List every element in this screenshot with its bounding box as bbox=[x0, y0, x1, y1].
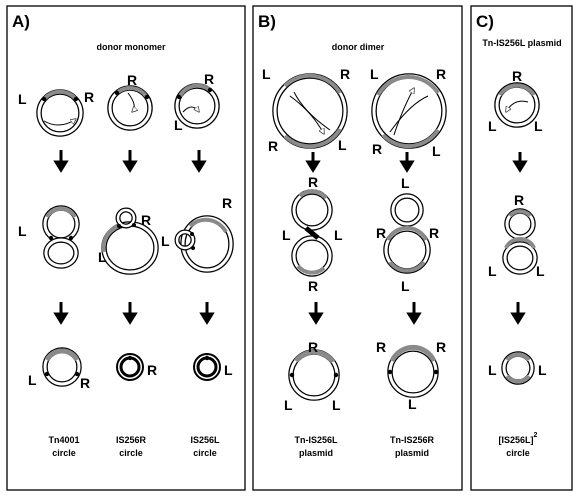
a-col2-looped-circle bbox=[101, 207, 159, 275]
b-row2-col1-label-r-bottom: R bbox=[308, 278, 318, 294]
c-row3-label-l-right: L bbox=[538, 362, 547, 378]
c-donor-circle bbox=[494, 82, 540, 128]
a2-label-r: R bbox=[127, 72, 137, 88]
a-row2-col2-label-r: R bbox=[141, 212, 151, 228]
a3-label-r: R bbox=[204, 71, 214, 87]
b2-label-r-bottom: R bbox=[372, 141, 382, 157]
b-row2-col2-label-r-left: R bbox=[376, 225, 386, 241]
c-down-arrow-1 bbox=[512, 152, 528, 173]
a-down-arrows-1 bbox=[53, 150, 207, 173]
a-col2-donor-circle bbox=[107, 85, 153, 131]
c-row1-label-l-right: L bbox=[534, 118, 543, 134]
panel-a-title: donor monomer bbox=[97, 42, 166, 52]
a1-label-r: R bbox=[84, 89, 94, 105]
a1-label-l: L bbox=[18, 91, 27, 107]
b-row2-col2-label-r-right: R bbox=[429, 225, 439, 241]
b-col1-plasmid bbox=[288, 349, 340, 401]
panel-a-frame bbox=[6, 5, 246, 491]
panel-a-letter: A) bbox=[12, 12, 30, 31]
b-row2-col2-label-l-bottom: L bbox=[401, 278, 410, 294]
b-caption-2-line2: plasmid bbox=[395, 448, 429, 458]
a-caption-2-line2: circle bbox=[119, 448, 143, 458]
panel-c: C) Tn-IS256L plasmid R L L R L L bbox=[470, 5, 573, 491]
b1-label-l-top: L bbox=[262, 66, 271, 82]
a-row2-col2-label-l: L bbox=[98, 249, 107, 265]
c-caption-sup: 2 bbox=[534, 432, 538, 439]
b-col1-figure-eight bbox=[291, 189, 333, 277]
a-row3-label-l: L bbox=[28, 372, 37, 388]
a-col1-figure-eight bbox=[42, 205, 80, 269]
b2-label-l-top: L bbox=[370, 66, 379, 82]
b-row3-col1-label-l-right: L bbox=[332, 397, 341, 413]
a-col2-is-circle bbox=[116, 353, 144, 381]
b-down-arrows-2 bbox=[308, 302, 422, 325]
a-row2-col3-label-r: R bbox=[222, 195, 232, 211]
a3-label-l: L bbox=[174, 117, 183, 133]
panel-c-letter: C) bbox=[476, 12, 494, 31]
c-row2-label-l-left: L bbox=[488, 263, 497, 279]
c-row1-label-l-left: L bbox=[488, 118, 497, 134]
b-row3-col1-label-r: R bbox=[308, 339, 318, 355]
b-caption-2-line1: Tn-IS256R bbox=[390, 435, 435, 445]
b-row2-col1-label-l-left: L bbox=[282, 227, 291, 243]
a-row2-label-l: L bbox=[18, 223, 27, 239]
a-caption-3-line2: circle bbox=[193, 448, 217, 458]
a-caption-1-line2: circle bbox=[52, 448, 76, 458]
c-caption-line2: circle bbox=[506, 448, 530, 458]
b-row2-col1-label-r-top: R bbox=[308, 174, 318, 190]
panel-b-frame bbox=[252, 5, 463, 491]
panel-b-letter: B) bbox=[258, 12, 276, 31]
b-col2-plasmid bbox=[387, 344, 439, 398]
a-caption-3-line1: IS256L bbox=[190, 435, 220, 445]
b1-label-r-top: R bbox=[340, 66, 350, 82]
b-row3-col2-label-l: L bbox=[408, 396, 417, 412]
a-row3-label-r: R bbox=[80, 375, 90, 391]
a-caption-2-line1: IS256R bbox=[116, 435, 147, 445]
a-col3-is-circle bbox=[193, 353, 221, 381]
b-col2-dimer-circle bbox=[371, 73, 447, 149]
b-caption-1-line1: Tn-IS256L bbox=[294, 435, 338, 445]
b-row2-col1-label-l-right: L bbox=[334, 227, 343, 243]
b-row2-col2-label-l-top: L bbox=[401, 175, 410, 191]
c-caption-text: [IS256L] bbox=[499, 435, 534, 445]
b-caption-1-line2: plasmid bbox=[299, 448, 333, 458]
c-row3-label-l-left: L bbox=[488, 362, 497, 378]
b2-label-l-bottom: L bbox=[432, 143, 441, 159]
c-dimer-circle bbox=[501, 351, 535, 385]
b-col2-figure-eight bbox=[383, 193, 431, 274]
a-caption-1-line1: Tn4001 bbox=[48, 435, 79, 445]
a-col1-donor-circle bbox=[36, 89, 84, 137]
panel-c-frame bbox=[470, 5, 573, 491]
b-row3-col1-label-l-left: L bbox=[284, 397, 293, 413]
a-row2-col3-label-l: L bbox=[161, 233, 170, 249]
b1-label-l-bottom: L bbox=[338, 137, 347, 153]
a-col3-donor-circle bbox=[174, 83, 220, 129]
b-row3-col2-label-r-left: R bbox=[376, 339, 386, 355]
b2-label-r-top: R bbox=[436, 66, 446, 82]
panel-a: A) donor monomer L R R R L bbox=[6, 5, 246, 491]
panel-b-title: donor dimer bbox=[332, 42, 385, 52]
c-caption-line1: [IS256L]2 bbox=[499, 432, 538, 445]
c-down-arrow-2 bbox=[510, 302, 526, 325]
b-col1-dimer-circle bbox=[272, 73, 348, 149]
c-figure-eight bbox=[502, 208, 538, 275]
b1-label-r-bottom: R bbox=[268, 138, 278, 154]
c-row2-label-l-right: L bbox=[536, 263, 545, 279]
c-row2-label-r: R bbox=[514, 192, 524, 208]
a-row3-col2-label-r: R bbox=[147, 362, 157, 378]
panel-b: B) donor dimer L R R L L R R L bbox=[252, 5, 463, 491]
a-col3-looped-circle bbox=[174, 215, 234, 273]
b-down-arrows-1 bbox=[305, 152, 415, 173]
panel-c-title: Tn-IS256L plasmid bbox=[482, 38, 561, 48]
a-col1-tn-circle bbox=[42, 347, 82, 387]
a-down-arrows-2 bbox=[53, 302, 215, 325]
b-row3-col2-label-r-right: R bbox=[436, 339, 446, 355]
c-row1-label-r: R bbox=[512, 68, 522, 84]
a-row3-col3-label-l: L bbox=[224, 362, 233, 378]
